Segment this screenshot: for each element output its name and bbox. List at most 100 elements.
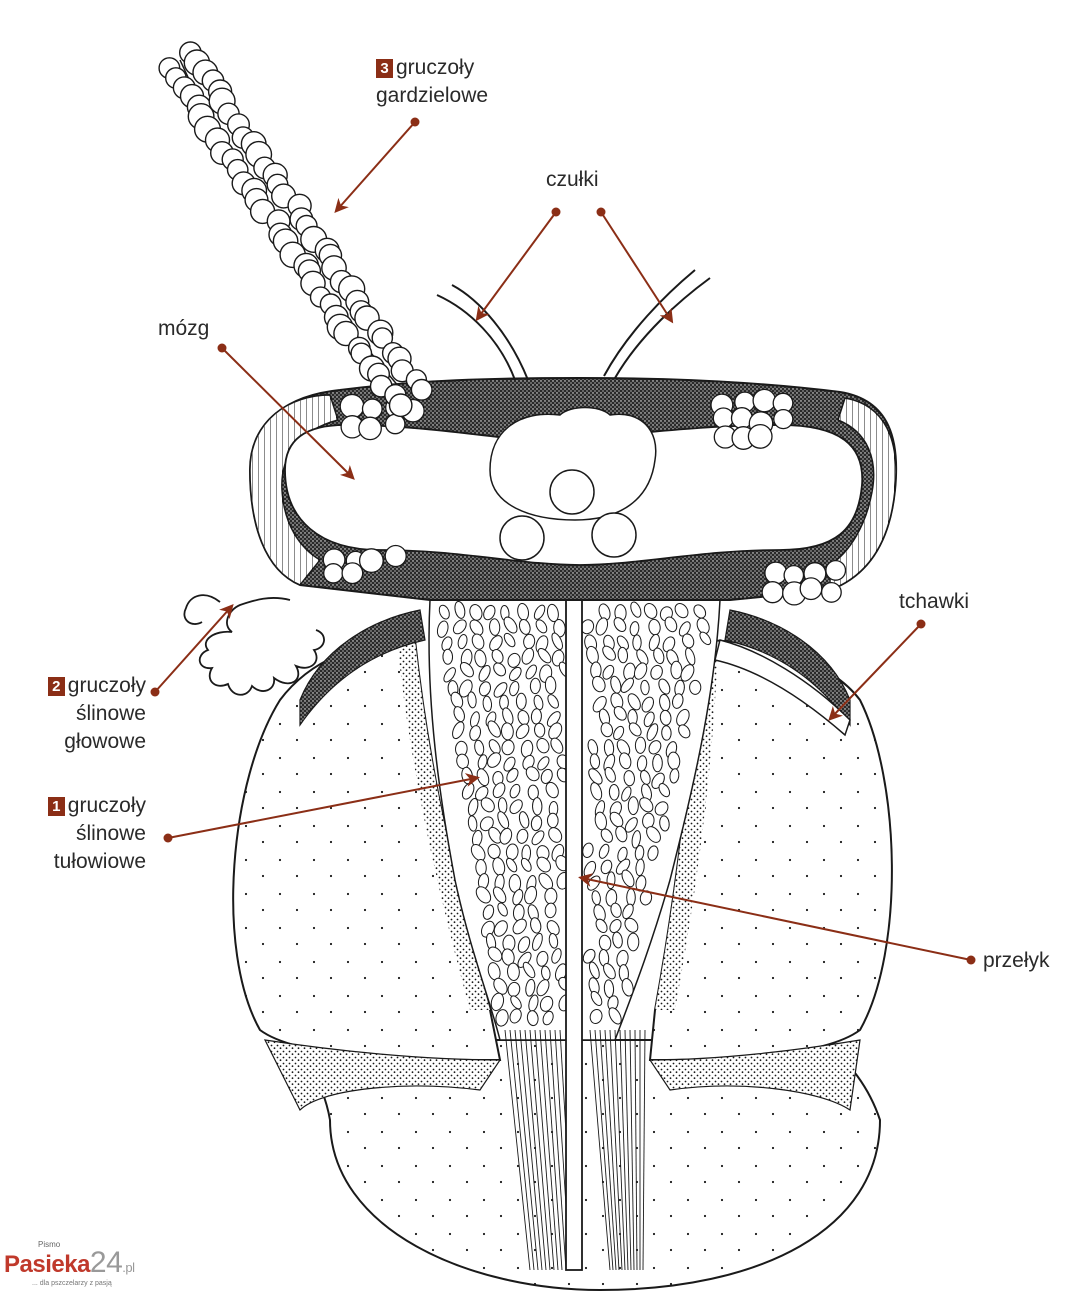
gland-lobule [522, 754, 535, 771]
gland-lobule [617, 846, 628, 863]
logo-brand-number: 24 [89, 1246, 123, 1279]
gland-lobule [540, 768, 553, 784]
lower-right-shade [648, 1039, 861, 1112]
gland-lobule [600, 722, 614, 738]
gland-lobule [506, 768, 519, 783]
gland-lobule [537, 756, 550, 771]
head-right-rim [829, 397, 897, 592]
gland-lobule [503, 756, 516, 772]
pharyngeal-acinus [371, 327, 394, 349]
gland-lobule [615, 858, 631, 875]
gland-lobule [533, 604, 546, 620]
logo-brand: Pasieka24.pl [4, 1246, 135, 1280]
gland-lobule [622, 903, 634, 920]
number-badge-1: 1 [47, 797, 65, 816]
muscle-fibre [634, 1029, 638, 1271]
gland-lobule [453, 706, 465, 723]
muscle-fibre [614, 1029, 626, 1271]
label-tracheae: tchawki [899, 590, 970, 613]
gland-lobule [478, 664, 491, 682]
gland-lobule [457, 634, 468, 650]
gland-lobule [487, 720, 501, 738]
gland-lobule [469, 725, 482, 741]
label-esophagus: przełyk [983, 949, 1050, 972]
gland-lobule [600, 859, 613, 875]
gland-lobule [627, 932, 640, 952]
gland-lobule [520, 857, 532, 872]
ocellus-left [499, 515, 545, 561]
gland-lobule [530, 917, 542, 934]
gland-lobule [662, 636, 676, 653]
muscle-fibre [539, 1029, 559, 1271]
gland-lobule [546, 711, 561, 727]
gland-lobule [531, 830, 545, 846]
label-brain: mózg [158, 317, 210, 340]
gland-lobule [652, 753, 663, 773]
gland-lobule [539, 995, 554, 1012]
gland-lobule [550, 737, 564, 754]
brain-lobes [489, 406, 657, 521]
gland-lobule [515, 723, 530, 740]
gland-lobule [507, 962, 520, 982]
gland-lobule [639, 797, 654, 813]
head-left-rim [249, 394, 339, 586]
gland-lobule [551, 632, 564, 651]
gland-lobule [650, 664, 663, 680]
gland-lobule [525, 664, 538, 680]
gland-lobule [508, 666, 522, 682]
head-gland-acinus [761, 581, 784, 604]
gland-lobule [627, 796, 639, 816]
gland-lobule [643, 603, 658, 619]
logo-brand-main: Pasieka [4, 1251, 90, 1278]
gland-lobule [474, 739, 485, 756]
upper-right-shoulder [724, 609, 851, 727]
label-antennae: czułki [546, 168, 599, 191]
gland-lobule [613, 705, 627, 721]
gland-lobule [503, 632, 516, 648]
head-gland-acinus [339, 393, 365, 419]
gland-lobule [647, 845, 659, 861]
muscle-fibre [594, 1029, 614, 1271]
gland-lobule [582, 948, 596, 964]
gland-lobule [602, 664, 615, 680]
gland-lobule [646, 723, 659, 741]
head-gland-acinus [341, 562, 364, 585]
gland-lobule [624, 917, 639, 933]
gland-lobule [475, 886, 492, 904]
head-salivary-gland [183, 594, 325, 696]
gland-lobule [492, 782, 506, 799]
gland-lobule [544, 902, 557, 919]
gland-lobule [610, 675, 622, 694]
gland-lobule [546, 920, 560, 936]
gland-lobule [629, 621, 640, 637]
number-badge-2: 2 [47, 677, 65, 696]
gland-lobule [537, 648, 552, 664]
gland-lobule [438, 604, 450, 620]
gland-lobule [536, 979, 550, 997]
gland-lobule [699, 631, 712, 646]
muscle-fibre [599, 1029, 617, 1271]
muscle-fibre [544, 1029, 563, 1271]
gland-lobule [604, 766, 616, 783]
gland-lobule [532, 932, 543, 951]
gland-lobule [546, 603, 559, 623]
gland-lobule [685, 647, 696, 666]
gland-lobule [603, 979, 615, 998]
label-head-salivary-line3: głowowe [64, 730, 146, 753]
head-gland-acinus [773, 408, 794, 430]
gland-lobule [467, 797, 479, 816]
gland-lobule [501, 739, 515, 756]
gland-lobule [443, 667, 456, 683]
gland-lobule [590, 990, 603, 1007]
muscle-fibre [589, 1029, 611, 1271]
esophagus-tube [565, 579, 583, 1271]
gland-lobules [436, 600, 712, 1027]
gland-lobule [639, 769, 651, 785]
gland-lobule [503, 616, 518, 634]
gland-lobule [483, 604, 496, 621]
gland-lobule [478, 681, 491, 697]
gland-lobule [689, 679, 702, 695]
gland-lobule [608, 1007, 622, 1025]
arrow-tracheae [828, 623, 922, 721]
